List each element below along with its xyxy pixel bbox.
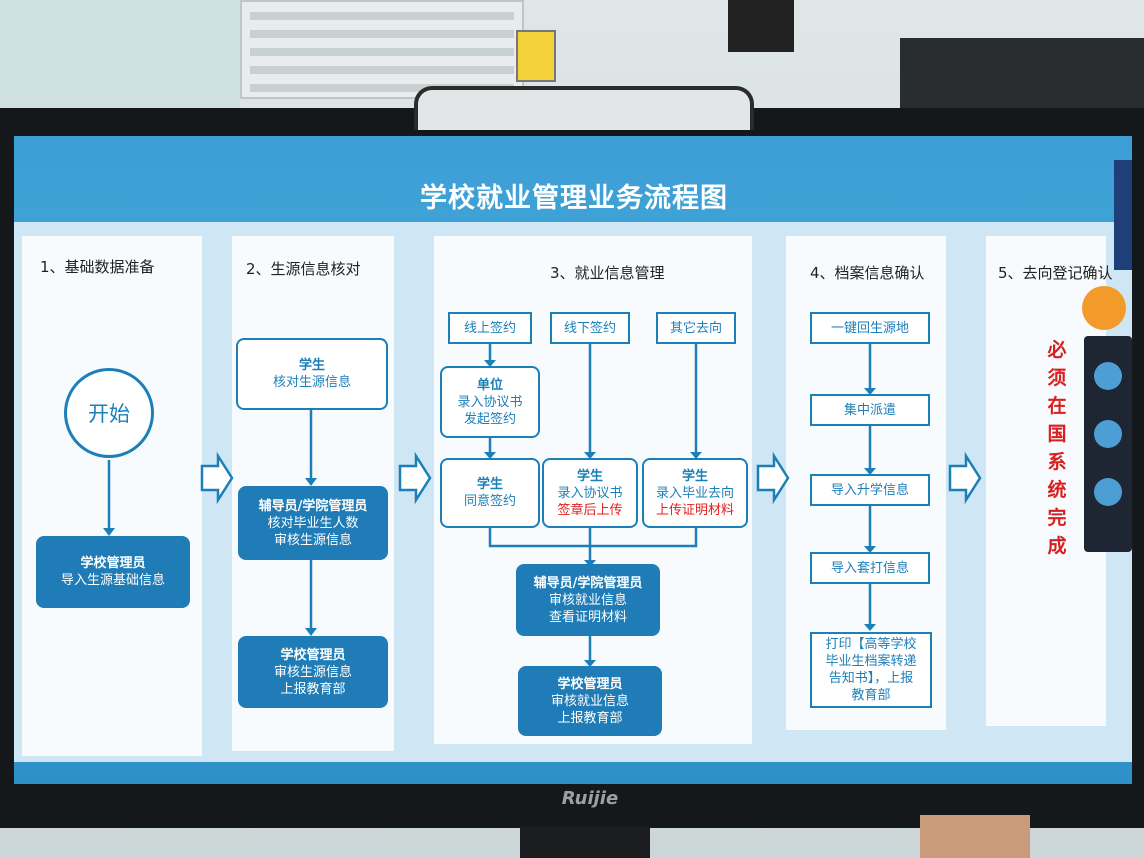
c2-student-role: 学生	[298, 358, 325, 373]
c4-step-3: 导入升学信息	[810, 474, 930, 506]
c2-counselor-task-1: 核对毕业生人数	[267, 515, 359, 531]
page-title: 学校就业管理业务流程图	[420, 183, 728, 214]
c3-counselor-task-1: 审核就业信息	[548, 592, 627, 608]
c3-online-box: 线上签约	[448, 312, 532, 344]
c3-counselor-role: 辅导员/学院管理员	[533, 575, 643, 591]
c1-admin-task: 导入生源基础信息	[60, 573, 165, 588]
c3-s1-task: 同意签约	[463, 494, 516, 509]
c4-step-1: 一键回生源地	[810, 312, 930, 344]
c3-s3-note: 上传证明材料	[655, 502, 734, 518]
c2-admin-box: 学校管理员 审核生源信息 上报教育部	[238, 636, 388, 708]
c3-other-box: 其它去向	[656, 312, 736, 344]
connector-lines	[103, 342, 982, 667]
c4-step-5: 打印【高等学校 毕业生档案转递 告知书】，上报 教育部	[810, 632, 932, 708]
c3-unit-box: 单位 录入协议书 发起签约	[440, 366, 540, 438]
c2-admin-task-2: 上报教育部	[280, 681, 346, 697]
warning-sign	[516, 30, 556, 82]
pause-icon[interactable]	[1094, 362, 1122, 390]
column-3-heading: 3、就业信息管理	[550, 264, 665, 282]
c3-offline-box: 线下签约	[550, 312, 630, 344]
c3-student-agreement-box: 学生 录入协议书 签章后上传	[542, 458, 638, 528]
c3-counselor-box: 辅导员/学院管理员 审核就业信息 查看证明材料	[516, 564, 660, 636]
c4-step-5-line-4: 教育部	[851, 688, 891, 703]
column-4-heading: 4、档案信息确认	[810, 264, 925, 282]
c2-admin-role: 学校管理员	[280, 647, 346, 663]
side-toolbar[interactable]	[1114, 160, 1132, 270]
c3-counselor-task-2: 查看证明材料	[548, 609, 627, 625]
c3-s2-task: 录入协议书	[557, 485, 623, 501]
c5-vertical-note: 必须在国系统完成	[1047, 339, 1067, 557]
c3-admin-box: 学校管理员 审核就业信息 上报教育部	[518, 666, 662, 736]
air-conditioner	[240, 0, 524, 99]
screen: 学校就业管理业务流程图 1、基础数据准备 2、生源信息核对 3、就业信息管理 4…	[14, 136, 1132, 784]
c3-unit-task-1: 录入协议书	[457, 394, 523, 410]
brand-logo: Ruijie	[561, 788, 619, 809]
speaker	[728, 0, 794, 52]
c3-student-sign-box: 学生 同意签约	[440, 458, 540, 528]
c3-admin-task-2: 上报教育部	[557, 710, 623, 726]
brush-icon[interactable]	[1082, 286, 1126, 330]
column-1-heading: 1、基础数据准备	[40, 258, 155, 276]
c2-student-task: 核对生源信息	[272, 375, 351, 390]
column-2-heading: 2、生源信息核对	[246, 260, 361, 278]
c4-step-4: 导入套打信息	[810, 552, 930, 584]
column-5-heading: 5、去向登记确认	[998, 264, 1113, 282]
c3-s2-role: 学生	[576, 468, 603, 484]
c2-admin-task-1: 审核生源信息	[273, 664, 352, 680]
column-1	[22, 236, 202, 756]
c3-s1-role: 学生	[476, 477, 503, 492]
c3-s3-task: 录入毕业去向	[655, 485, 734, 501]
c3-s3-role: 学生	[681, 468, 708, 484]
c1-admin-box: 学校管理员 导入生源基础信息	[36, 536, 190, 608]
c3-s2-note: 签章后上传	[557, 502, 623, 518]
c3-student-destination-box: 学生 录入毕业去向 上传证明材料	[642, 458, 748, 528]
c2-student-box: 学生 核对生源信息	[236, 338, 388, 410]
monitor-stand	[520, 826, 650, 858]
c4-step-5-line-3: 告知书】，上报	[828, 671, 914, 686]
broadcast-panel	[1084, 336, 1132, 552]
c3-unit-role: 单位	[476, 377, 503, 393]
c4-step-5-line-2: 毕业生档案转递	[825, 654, 917, 669]
start-node: 开始	[64, 368, 154, 458]
audio-icon[interactable]	[1094, 478, 1122, 506]
window-icon[interactable]	[1094, 420, 1122, 448]
c3-admin-role: 学校管理员	[557, 676, 623, 692]
c4-step-2: 集中派遣	[810, 394, 930, 426]
c3-unit-task-2: 发起签约	[463, 411, 516, 427]
c2-counselor-role: 辅导员/学院管理员	[258, 498, 368, 514]
c2-counselor-box: 辅导员/学院管理员 核对毕业生人数 审核生源信息	[238, 486, 388, 560]
c4-step-5-line-1: 打印【高等学校	[825, 637, 917, 652]
desk-object	[920, 815, 1030, 858]
c1-admin-role: 学校管理员	[80, 556, 146, 571]
c2-counselor-task-2: 审核生源信息	[273, 532, 352, 548]
webcam	[414, 86, 754, 130]
wall	[0, 0, 240, 120]
c3-admin-task-1: 审核就业信息	[550, 693, 629, 709]
